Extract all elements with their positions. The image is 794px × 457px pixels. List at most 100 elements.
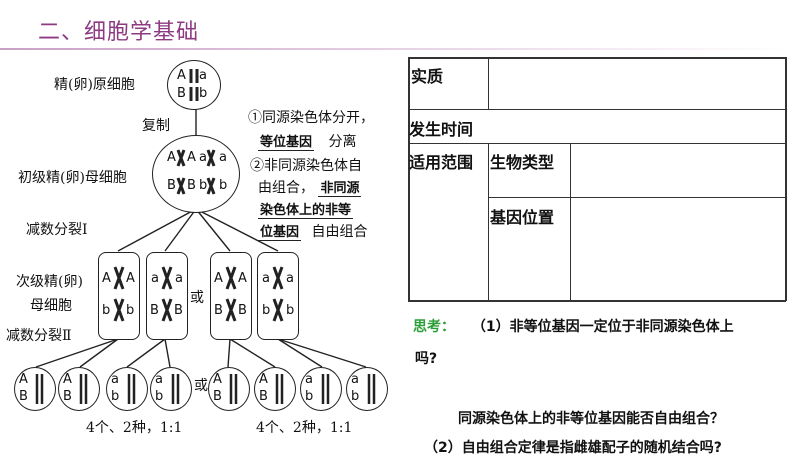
gamete-cell: a b [106,367,148,411]
gamete-cell: A B [14,367,56,411]
nonallele-blank: 染色体上的非等 [258,203,354,219]
gamete-cell: a b [346,367,388,411]
gene-label: a [219,150,227,165]
gene-label: a [199,150,207,165]
table-border [408,57,786,59]
result-right: 4个、2种，1:1 [256,420,353,436]
gene-label: a [305,372,313,387]
chromosome-icon [321,374,330,404]
gamete-cell: A B [58,367,100,411]
chromosome-icon [127,374,136,404]
secondary-cell-label-1: 次级精(卵) [16,274,83,290]
table-sub-gene-location: 基因位置 [490,208,555,227]
gene-label: A [187,150,196,165]
table-border [408,300,786,302]
header-divider [0,48,794,50]
think-question-1-end: 吗? [415,351,438,367]
chromosome-icon [176,149,216,195]
annotation-text: 自由组合 [311,224,368,240]
secondary-cell: A A B B [210,252,252,340]
gene-label: B [174,303,183,318]
gene-label: b [219,178,228,193]
think-question-1: 思考： （1）非等位基因一定位于非同源染色体上 [413,316,734,336]
table-sub-organism-type: 生物类型 [490,153,555,172]
or-label-secondary: 或 [190,290,204,306]
replication-label: 复制 [142,118,170,134]
gene-label: a [262,271,270,286]
nonhomologous-blank: 非同源 [318,181,362,197]
think-label: 思考： [413,319,455,335]
gene-label: A [213,372,222,387]
table-border [488,143,490,301]
gene-label: A [19,372,28,387]
primary-oocyte-cell: A A a a B B b b [152,135,240,213]
gene-label: A [102,271,111,286]
gene-label: b [286,303,295,318]
gene-label: a [175,271,183,286]
gene-label: b [155,389,164,404]
table-border [488,57,490,109]
annotation-line-2: 等位基因 分离 [258,131,356,154]
table-row-timing: 发生时间 [409,120,474,139]
gamete-cell: a b [300,367,342,411]
annotation-line-6: 位基因 自由组合 [258,221,367,244]
annotation-line-4: 由组合， 非同源 [258,177,362,200]
gene-label: B [167,178,176,193]
gene-label: a [111,372,119,387]
gene-label: A [63,372,72,387]
meiosis-2-label: 减数分裂Ⅱ [6,328,72,344]
meiosis-1-label: 减数分裂Ⅰ [26,222,88,238]
annotation-text: ①同源染色体分开， [248,110,374,126]
chromosome-icon [225,266,237,322]
table-border [408,109,786,111]
page-title: 二、细胞学基础 [38,20,200,45]
gene-label: b [126,303,135,318]
secondary-cell: a a B B [146,252,188,340]
comparison-table: 实质 发生时间 适用范围 生物类型 基因位置 [408,57,787,302]
annotation-text: 分离 [328,134,357,150]
gene-label: b [199,178,208,193]
secondary-cell-label-2: 母细胞 [30,298,72,314]
secondary-cell: a a b b [257,252,299,340]
table-border [570,143,572,301]
meiosis-diagram: 精(卵)原细胞 复制 初级精(卵)母细胞 减数分裂Ⅰ 次级精(卵) 母细胞 减数… [0,55,400,447]
gene-label: A [238,271,247,286]
gene-label: B [213,389,222,404]
or-label-gametes: 或 [194,378,208,394]
chromosome-icon [272,266,284,322]
annotation-line-1: ①同源染色体分开， [248,107,374,129]
secondary-cell: A A b b [98,252,140,340]
table-border [408,143,786,145]
gene-label: a [199,68,207,83]
gene-blank: 位基因 [258,225,302,241]
gene-label: B [177,86,186,101]
table-row-scope: 适用范围 [409,153,474,172]
gene-label: a [286,271,294,286]
gene-label: a [351,372,359,387]
question-text: （1）非等位基因一定位于非同源染色体上 [471,319,734,335]
gene-label: a [151,271,159,286]
result-left: 4个、2种，1:1 [86,420,183,436]
gene-label: A [177,68,186,83]
gamete-cell: A B [254,367,296,411]
gamete-cell: A B [208,367,250,411]
annotation-line-3: ②非同源染色体自 [250,158,362,174]
gene-label: A [214,271,223,286]
table-border [488,197,786,199]
gene-label: b [305,389,314,404]
annotation-text: 由组合， [258,180,314,196]
chromosome-icon [79,374,88,404]
gene-label: A [167,150,176,165]
gene-label: B [187,178,196,193]
chromosome-icon [161,266,173,322]
gene-label: A [259,372,268,387]
table-border [785,57,787,301]
gene-label: b [199,86,208,101]
chromosome-icon [275,374,284,404]
gene-label: B [63,389,72,404]
gene-label: B [259,389,268,404]
allele-blank: 等位基因 [258,135,315,151]
gene-label: b [111,389,120,404]
gene-label: B [238,303,247,318]
spermatogonium-label: 精(卵)原细胞 [54,77,135,93]
